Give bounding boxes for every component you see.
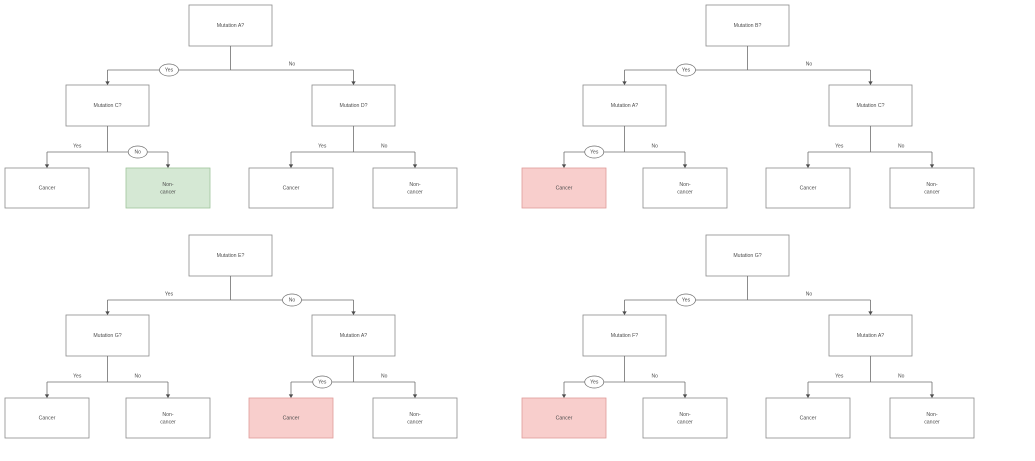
leaf-node-left-yes[interactable]: Cancer [521, 397, 607, 439]
node-label: Cancer [39, 415, 56, 421]
leaf-node-left-no[interactable]: Non-cancer [642, 167, 728, 209]
decision-node-left[interactable]: Mutation A? [582, 84, 667, 127]
root-node[interactable]: Mutation B? [705, 4, 790, 47]
node-label: Non-cancer [924, 182, 940, 196]
leaf-node-right-no[interactable]: Non-cancer [889, 397, 975, 439]
leaf-node-right-yes[interactable]: Cancer [248, 167, 334, 209]
node-label: Mutation D? [340, 103, 368, 109]
svg-text:Yes: Yes [682, 298, 691, 304]
node-label: Cancer [556, 415, 573, 421]
branch-yes-label-left: Yes [73, 373, 82, 379]
root-yes-label: Yes [676, 293, 696, 307]
branch-no-label-left: No [135, 373, 142, 379]
node-label: Cancer [800, 415, 817, 421]
svg-text:No: No [135, 150, 142, 156]
branch-yes-label-right: Yes [835, 373, 844, 379]
leaf-node-right-yes[interactable]: Cancer [248, 397, 334, 439]
node-label: Cancer [283, 415, 300, 421]
svg-text:Yes: Yes [318, 380, 327, 386]
branch-yes-label-left: Yes [584, 145, 605, 159]
node-label: Mutation A? [857, 333, 885, 339]
node-label: Cancer [39, 185, 56, 191]
leaf-node-right-no[interactable]: Non-cancer [889, 167, 975, 209]
node-label: Non-cancer [407, 412, 423, 426]
root-no-label: No [282, 293, 302, 307]
node-label: Non-cancer [407, 182, 423, 196]
node-label: Non-cancer [677, 182, 693, 196]
branch-yes-label-left: Yes [73, 143, 82, 149]
root-yes-label: Yes [159, 63, 179, 77]
leaf-node-left-yes[interactable]: Cancer [4, 167, 90, 209]
node-label: Cancer [283, 185, 300, 191]
node-label: Mutation C? [94, 103, 122, 109]
decision-node-left[interactable]: Mutation G? [65, 314, 150, 357]
leaf-node-right-yes[interactable]: Cancer [765, 167, 851, 209]
decision-node-right[interactable]: Mutation A? [311, 314, 396, 357]
svg-text:No: No [289, 298, 296, 304]
leaf-node-left-yes[interactable]: Cancer [4, 397, 90, 439]
branch-no-label-right: No [381, 373, 388, 379]
root-no-label: No [806, 291, 813, 297]
root-node[interactable]: Mutation E? [188, 234, 273, 277]
node-label: Non-cancer [677, 412, 693, 426]
branch-yes-label-left: Yes [584, 375, 605, 389]
leaf-node-left-no[interactable]: Non-cancer [125, 397, 211, 439]
branch-yes-label-right: Yes [318, 143, 327, 149]
decision-node-left[interactable]: Mutation F? [582, 314, 667, 357]
node-label: Mutation G? [733, 253, 761, 259]
leaf-node-left-no[interactable]: Non-cancer [642, 397, 728, 439]
svg-text:Yes: Yes [590, 150, 599, 156]
root-no-label: No [806, 61, 813, 67]
branch-no-label-left: No [652, 143, 659, 149]
decision-node-left[interactable]: Mutation C? [65, 84, 150, 127]
branch-yes-label-right: Yes [312, 375, 333, 389]
branch-no-label-left: No [127, 145, 148, 159]
node-label: Mutation B? [734, 23, 762, 29]
branch-no-label-right: No [898, 373, 905, 379]
branch-no-label-right: No [381, 143, 388, 149]
root-no-label: No [289, 61, 296, 67]
root-node[interactable]: Mutation G? [705, 234, 790, 277]
leaf-node-right-no[interactable]: Non-cancer [372, 167, 458, 209]
node-label: Mutation G? [93, 333, 121, 339]
svg-text:Yes: Yes [682, 68, 691, 74]
node-label: Mutation A? [217, 23, 245, 29]
root-node[interactable]: Mutation A? [188, 4, 273, 47]
leaf-node-left-no[interactable]: Non-cancer [125, 167, 211, 209]
node-label: Non-cancer [160, 182, 176, 196]
svg-text:Yes: Yes [590, 380, 599, 386]
root-yes-label: Yes [165, 291, 174, 297]
node-label: Cancer [556, 185, 573, 191]
node-label: Mutation E? [217, 253, 245, 259]
node-label: Cancer [800, 185, 817, 191]
root-yes-label: Yes [676, 63, 696, 77]
node-label: Non-cancer [924, 412, 940, 426]
node-label: Mutation F? [611, 333, 639, 339]
decision-node-right[interactable]: Mutation A? [828, 314, 913, 357]
branch-no-label-right: No [898, 143, 905, 149]
node-label: Mutation A? [611, 103, 639, 109]
branch-yes-label-right: Yes [835, 143, 844, 149]
branch-no-label-left: No [652, 373, 659, 379]
leaf-node-right-no[interactable]: Non-cancer [372, 397, 458, 439]
decision-node-right[interactable]: Mutation C? [828, 84, 913, 127]
leaf-node-right-yes[interactable]: Cancer [765, 397, 851, 439]
leaf-node-left-yes[interactable]: Cancer [521, 167, 607, 209]
node-label: Non-cancer [160, 412, 176, 426]
node-label: Mutation A? [340, 333, 368, 339]
decision-node-right[interactable]: Mutation D? [311, 84, 396, 127]
svg-text:Yes: Yes [165, 68, 174, 74]
node-label: Mutation C? [857, 103, 885, 109]
